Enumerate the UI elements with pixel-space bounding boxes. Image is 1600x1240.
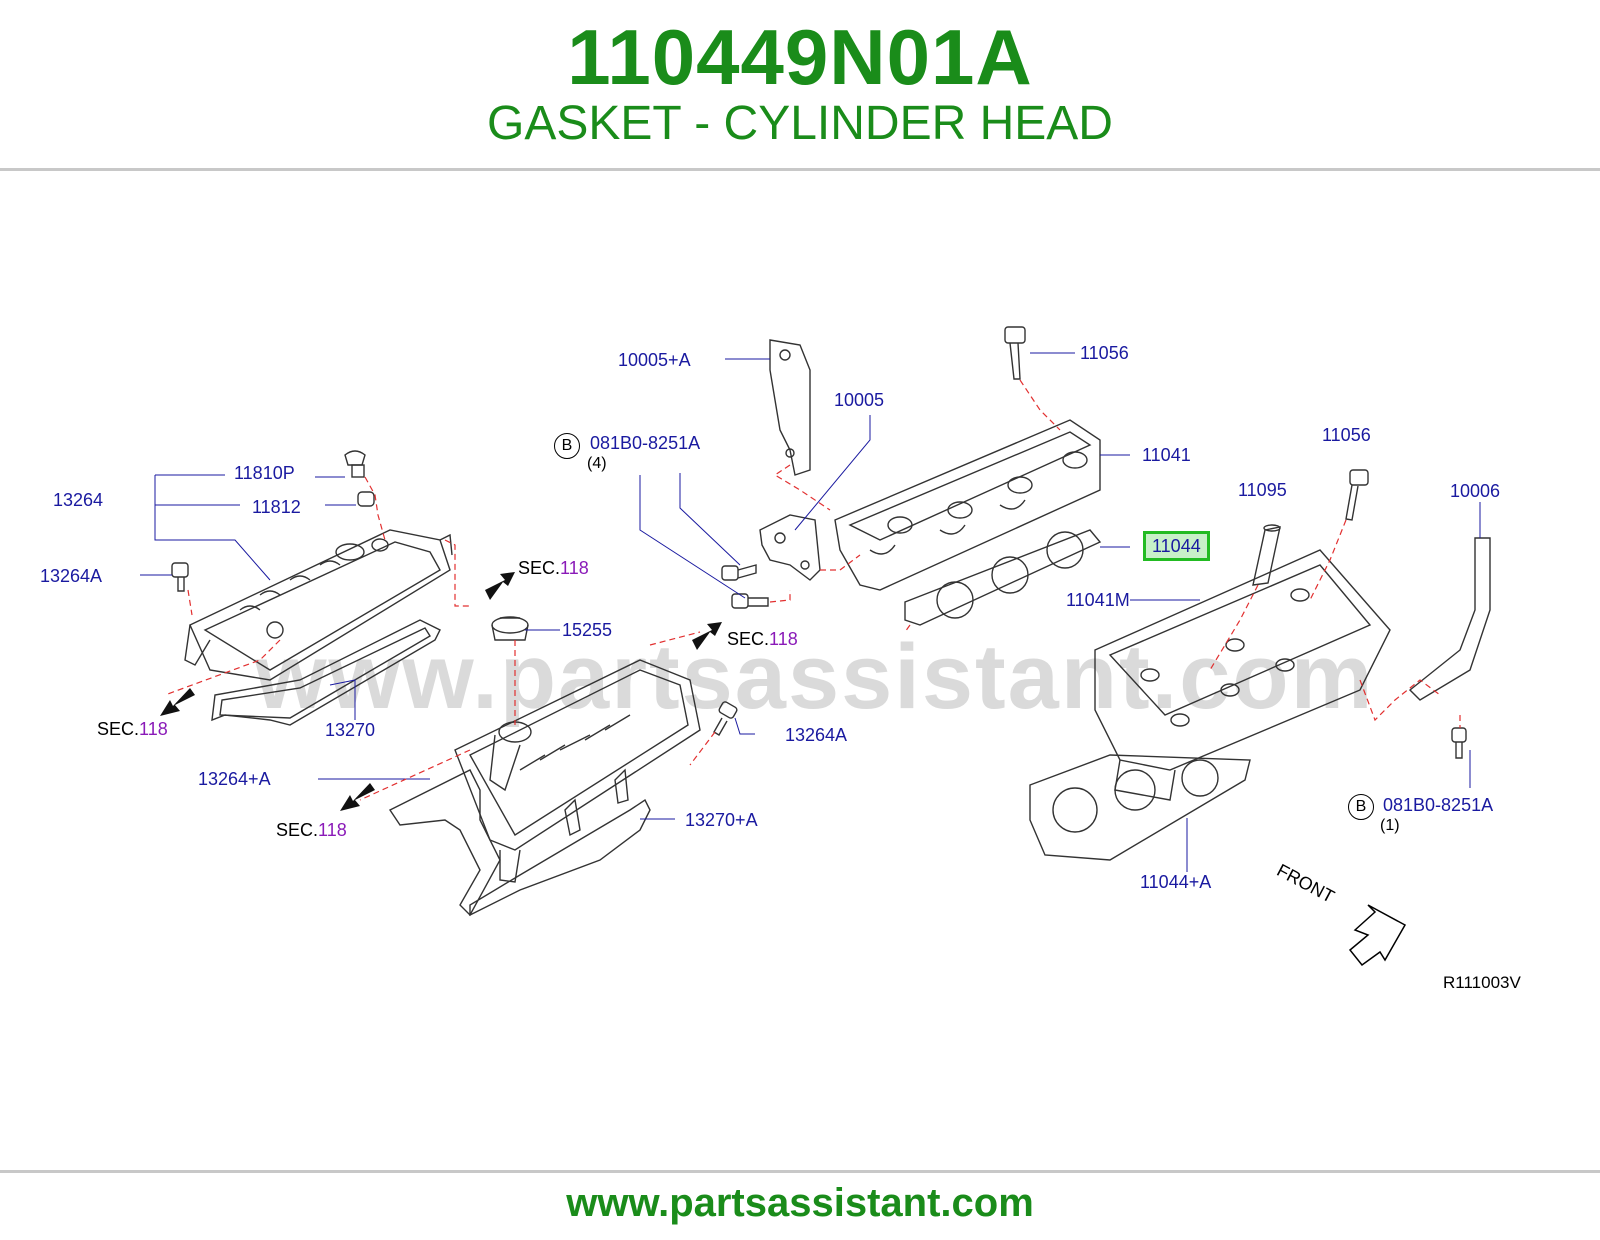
diagram-reference-code: R111003V [1443, 973, 1521, 992]
callout-13264A-plus[interactable]: 13264+A [198, 769, 271, 789]
callout-11056-right[interactable]: 11056 [1322, 425, 1371, 445]
callout-13264A-mid[interactable]: 13264A [785, 725, 848, 745]
part-name-subtitle: GASKET - CYLINDER HEAD [487, 97, 1113, 150]
callout-10005A[interactable]: 10005+A [618, 350, 691, 370]
callout-b-badge: B [554, 433, 580, 459]
callout-13264[interactable]: 13264 [53, 490, 104, 510]
callout-11056-top[interactable]: 11056 [1080, 343, 1129, 363]
callout-11812[interactable]: 11812 [252, 497, 301, 517]
valve-cover-right [454, 659, 701, 883]
header-divider [0, 168, 1600, 171]
quantity-lower: (1) [1380, 817, 1400, 834]
bracket-10006 [1408, 537, 1491, 701]
head-gasket-11044A [1029, 754, 1251, 861]
sec-118-link-c[interactable]: SEC.118 [727, 629, 798, 649]
bolt-13264A-mid [713, 701, 738, 736]
cylinder-head-11041M [1094, 549, 1391, 801]
callout-b-badge-right: B [1348, 794, 1374, 820]
section-arrows [160, 572, 722, 811]
bracket-10005 [759, 514, 821, 581]
callout-11041[interactable]: 11041 [1142, 445, 1191, 465]
valve-cover-gasket-right [388, 769, 651, 917]
callout-10006[interactable]: 10006 [1450, 481, 1501, 501]
valve-cover-gasket-left [211, 619, 441, 726]
callout-11044A-plus[interactable]: 11044+A [1140, 872, 1212, 892]
head-gasket-11044 [904, 529, 1102, 626]
valve-cover-left [184, 529, 453, 681]
callout-081B0-8251A-upper[interactable]: 081B0-8251A [590, 433, 701, 453]
callout-13264A-left[interactable]: 13264A [40, 566, 103, 586]
callout-13270A-plus[interactable]: 13270+A [685, 810, 758, 830]
footer-site-url[interactable]: www.partsassistant.com [566, 1181, 1034, 1225]
footer-divider [0, 1170, 1600, 1173]
sec-118-link-a[interactable]: SEC.118 [518, 558, 589, 578]
sec-118-link-d[interactable]: SEC.118 [276, 820, 347, 840]
grommet-11812 [357, 491, 375, 507]
callout-11810P[interactable]: 11810P [234, 463, 295, 483]
exploded-parts-diagram: www.partsassistant.com [0, 170, 1600, 1170]
oil-filler-cap-15255 [491, 616, 529, 641]
callout-11044-highlighted[interactable]: 11044 [1143, 531, 1210, 561]
bracket-10005A [769, 339, 811, 476]
dowel-11095 [1252, 524, 1281, 586]
part-number-title: 110449N01A [567, 13, 1033, 101]
cylinder-head-11041 [834, 419, 1101, 591]
callout-11041M[interactable]: 11041M [1066, 590, 1130, 610]
bolt-081B0-upper [721, 564, 757, 581]
pcv-valve-11810P [344, 450, 366, 478]
front-arrow [1348, 904, 1407, 967]
page-header: 110449N01A GASKET - CYLINDER HEAD [0, 0, 1600, 168]
sec-118-link-b[interactable]: SEC.118 [97, 719, 168, 739]
bolt-081B0-right [1451, 727, 1467, 759]
quantity-upper: (4) [587, 455, 607, 472]
callout-15255[interactable]: 15255 [562, 620, 613, 640]
callout-081B0-8251A-lower[interactable]: 081B0-8251A [1383, 795, 1494, 815]
callout-10005[interactable]: 10005 [834, 390, 885, 410]
callout-13270[interactable]: 13270 [325, 720, 376, 740]
bolt-11056-right [1345, 469, 1369, 521]
bolt-081B0-lower [731, 593, 769, 609]
bolt-13264A-left [171, 562, 189, 592]
watermark-text: www.partsassistant.com [255, 626, 1375, 728]
bolt-11056-top [1004, 326, 1026, 380]
parts-drawing [140, 326, 1491, 967]
callout-11095[interactable]: 11095 [1238, 480, 1287, 500]
